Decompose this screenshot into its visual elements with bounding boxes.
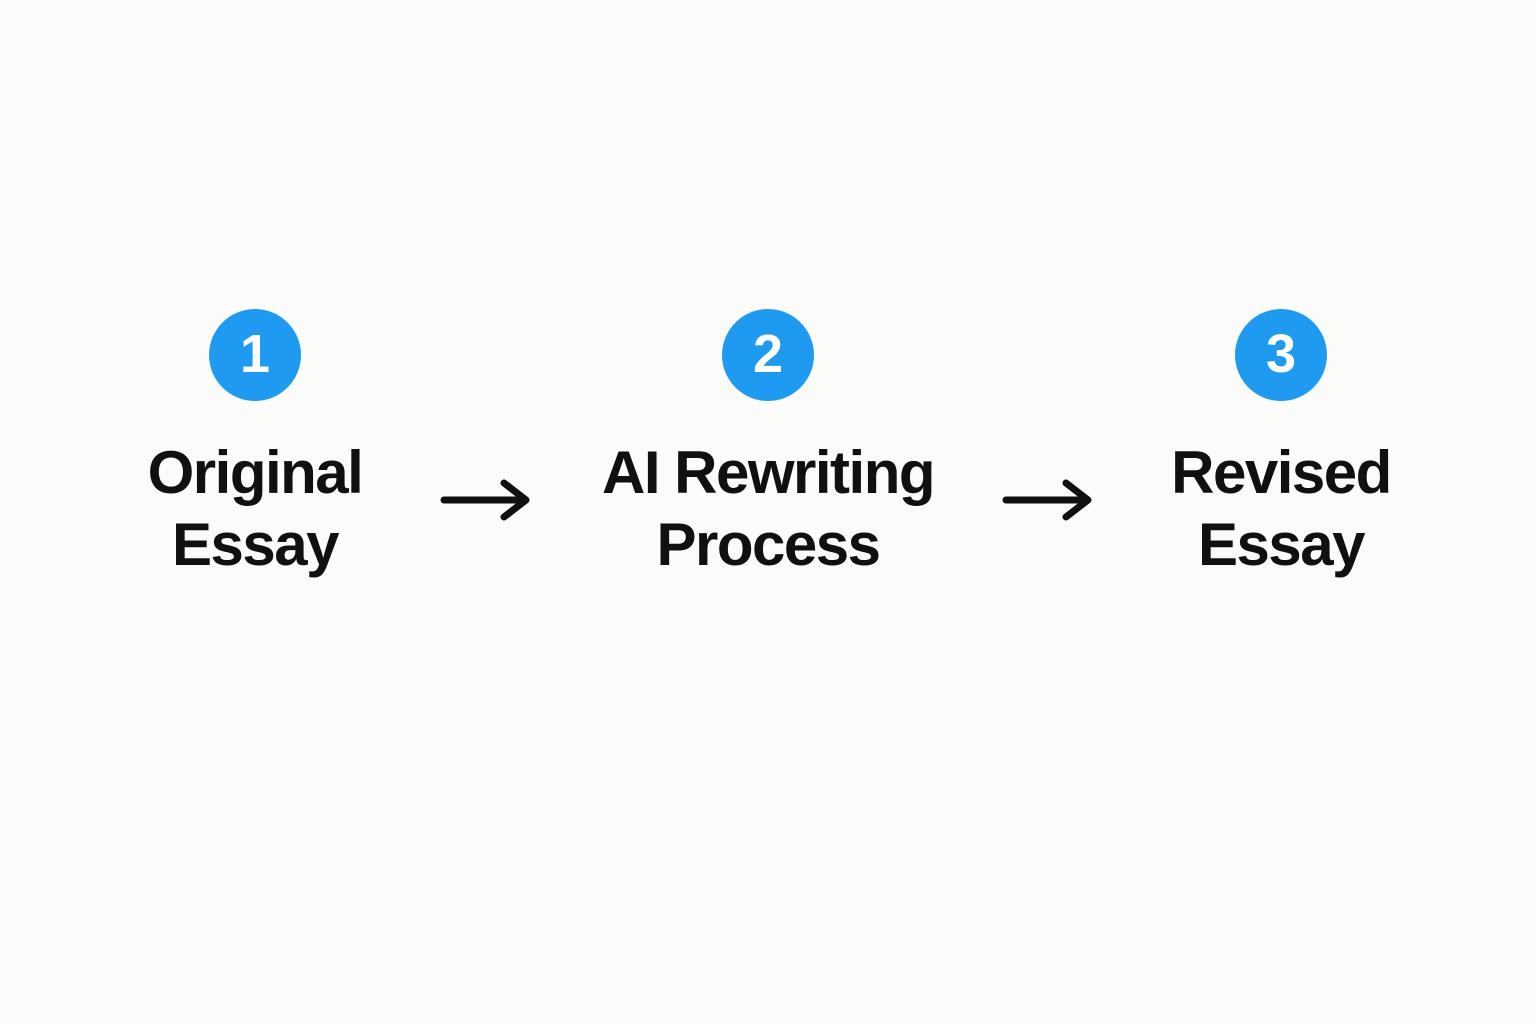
- step-label-line1: AI Rewriting: [601, 439, 936, 506]
- step-label-line2: Process: [656, 511, 881, 578]
- flow-step-ai-rewriting-process: 2 AI Rewriting Process: [548, 309, 988, 581]
- step-number-badge: 3: [1235, 309, 1327, 401]
- step-label-line2: Essay: [1197, 511, 1366, 578]
- step-label: Revised Essay: [1171, 437, 1392, 581]
- step-number: 3: [1265, 324, 1297, 384]
- step-number-badge: 1: [209, 309, 301, 401]
- step-number: 1: [239, 324, 271, 384]
- flow-step-original-essay: 1 Original Essay: [35, 309, 475, 581]
- step-label: AI Rewriting Process: [601, 437, 936, 581]
- flow-step-revised-essay: 3 Revised Essay: [1061, 309, 1501, 581]
- step-number: 2: [752, 324, 784, 384]
- step-label-line1: Original: [147, 439, 364, 506]
- arrow-right-icon: [440, 479, 530, 521]
- step-label: Original Essay: [147, 437, 364, 581]
- arrow-right-icon: [1002, 479, 1092, 521]
- step-label-line2: Essay: [171, 511, 340, 578]
- step-label-line1: Revised: [1171, 439, 1392, 506]
- step-number-badge: 2: [722, 309, 814, 401]
